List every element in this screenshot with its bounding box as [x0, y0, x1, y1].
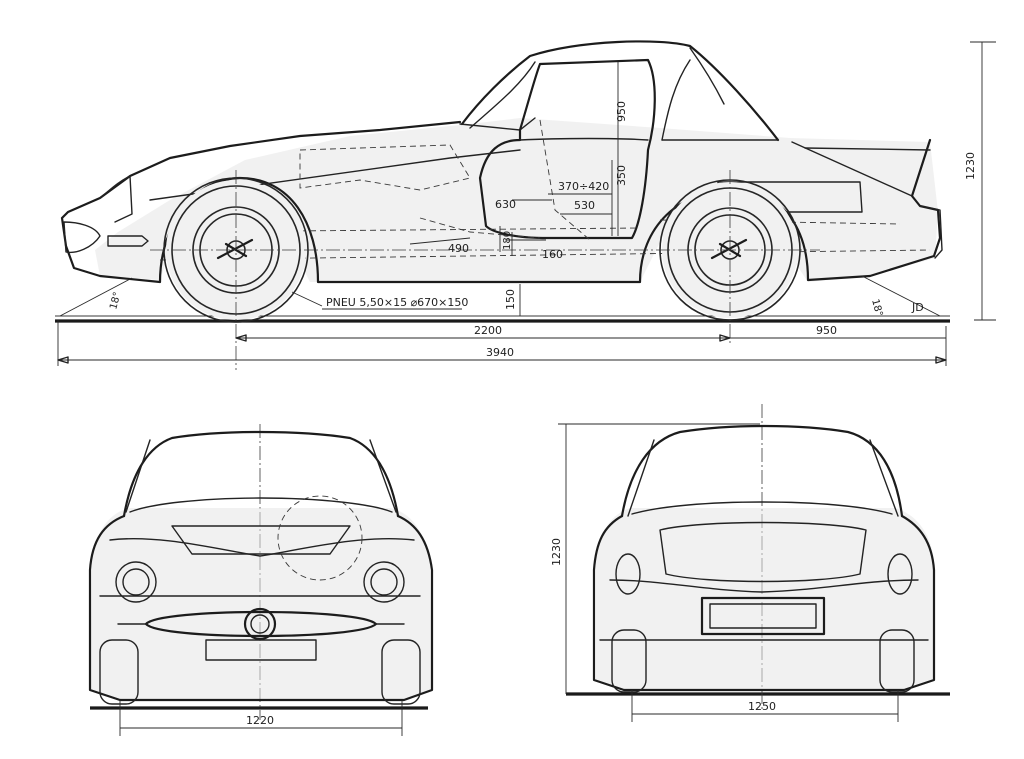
overall-height-label: 1230 [964, 152, 977, 180]
rear-view-right-taillight [887, 553, 913, 595]
front-view-right-wheel [381, 639, 421, 705]
departure-angle-label: 18° [869, 298, 884, 318]
front-view-left-headlight [115, 561, 157, 603]
rear-view: 1230 1250 [550, 404, 950, 722]
door-height-label: 350 [615, 165, 628, 186]
rear-view-body [592, 514, 936, 692]
rear-height-label: 1230 [550, 538, 563, 566]
rear-overhang-label: 950 [816, 324, 837, 337]
author-initials: JD [911, 301, 924, 314]
pedal-dimension-label: 180 [502, 231, 513, 250]
rear-view-licence-plate [700, 596, 826, 636]
front-view-body [88, 514, 434, 702]
rear-track-label: 1250 [748, 700, 776, 713]
seat-dimension-label: 530 [574, 199, 595, 212]
seat-dimension-label: 630 [495, 198, 516, 211]
side-view-roof [460, 40, 780, 142]
ground-clearance-label: 150 [504, 289, 517, 310]
side-view-headlight [63, 221, 101, 254]
side-view: 950 350 370÷420 530 630 490 180 160 150 … [55, 40, 996, 370]
front-view-badge [243, 607, 277, 641]
roof-height-label: 950 [615, 101, 628, 122]
tyre-size-label: PNEU 5,50×15 ⌀670×150 [326, 296, 468, 309]
approach-angle-label: 18° [108, 291, 123, 311]
rear-view-left-taillight [615, 553, 641, 595]
rear-view-left-wheel [611, 629, 647, 693]
rear-view-right-wheel [879, 629, 915, 693]
side-view-door [478, 58, 656, 240]
wheelbase-label: 2200 [474, 324, 502, 337]
seat-dimension-label: 370÷420 [558, 180, 609, 193]
floor-dimension-label: 490 [448, 242, 469, 255]
overall-length-label: 3940 [486, 346, 514, 359]
front-view: 1220 [88, 424, 434, 736]
front-view-right-headlight [363, 561, 405, 603]
pedal-dimension-label: 160 [542, 248, 563, 261]
rear-view-rear-window [620, 424, 904, 518]
front-view-left-wheel [99, 639, 139, 705]
front-track-label: 1220 [246, 714, 274, 727]
